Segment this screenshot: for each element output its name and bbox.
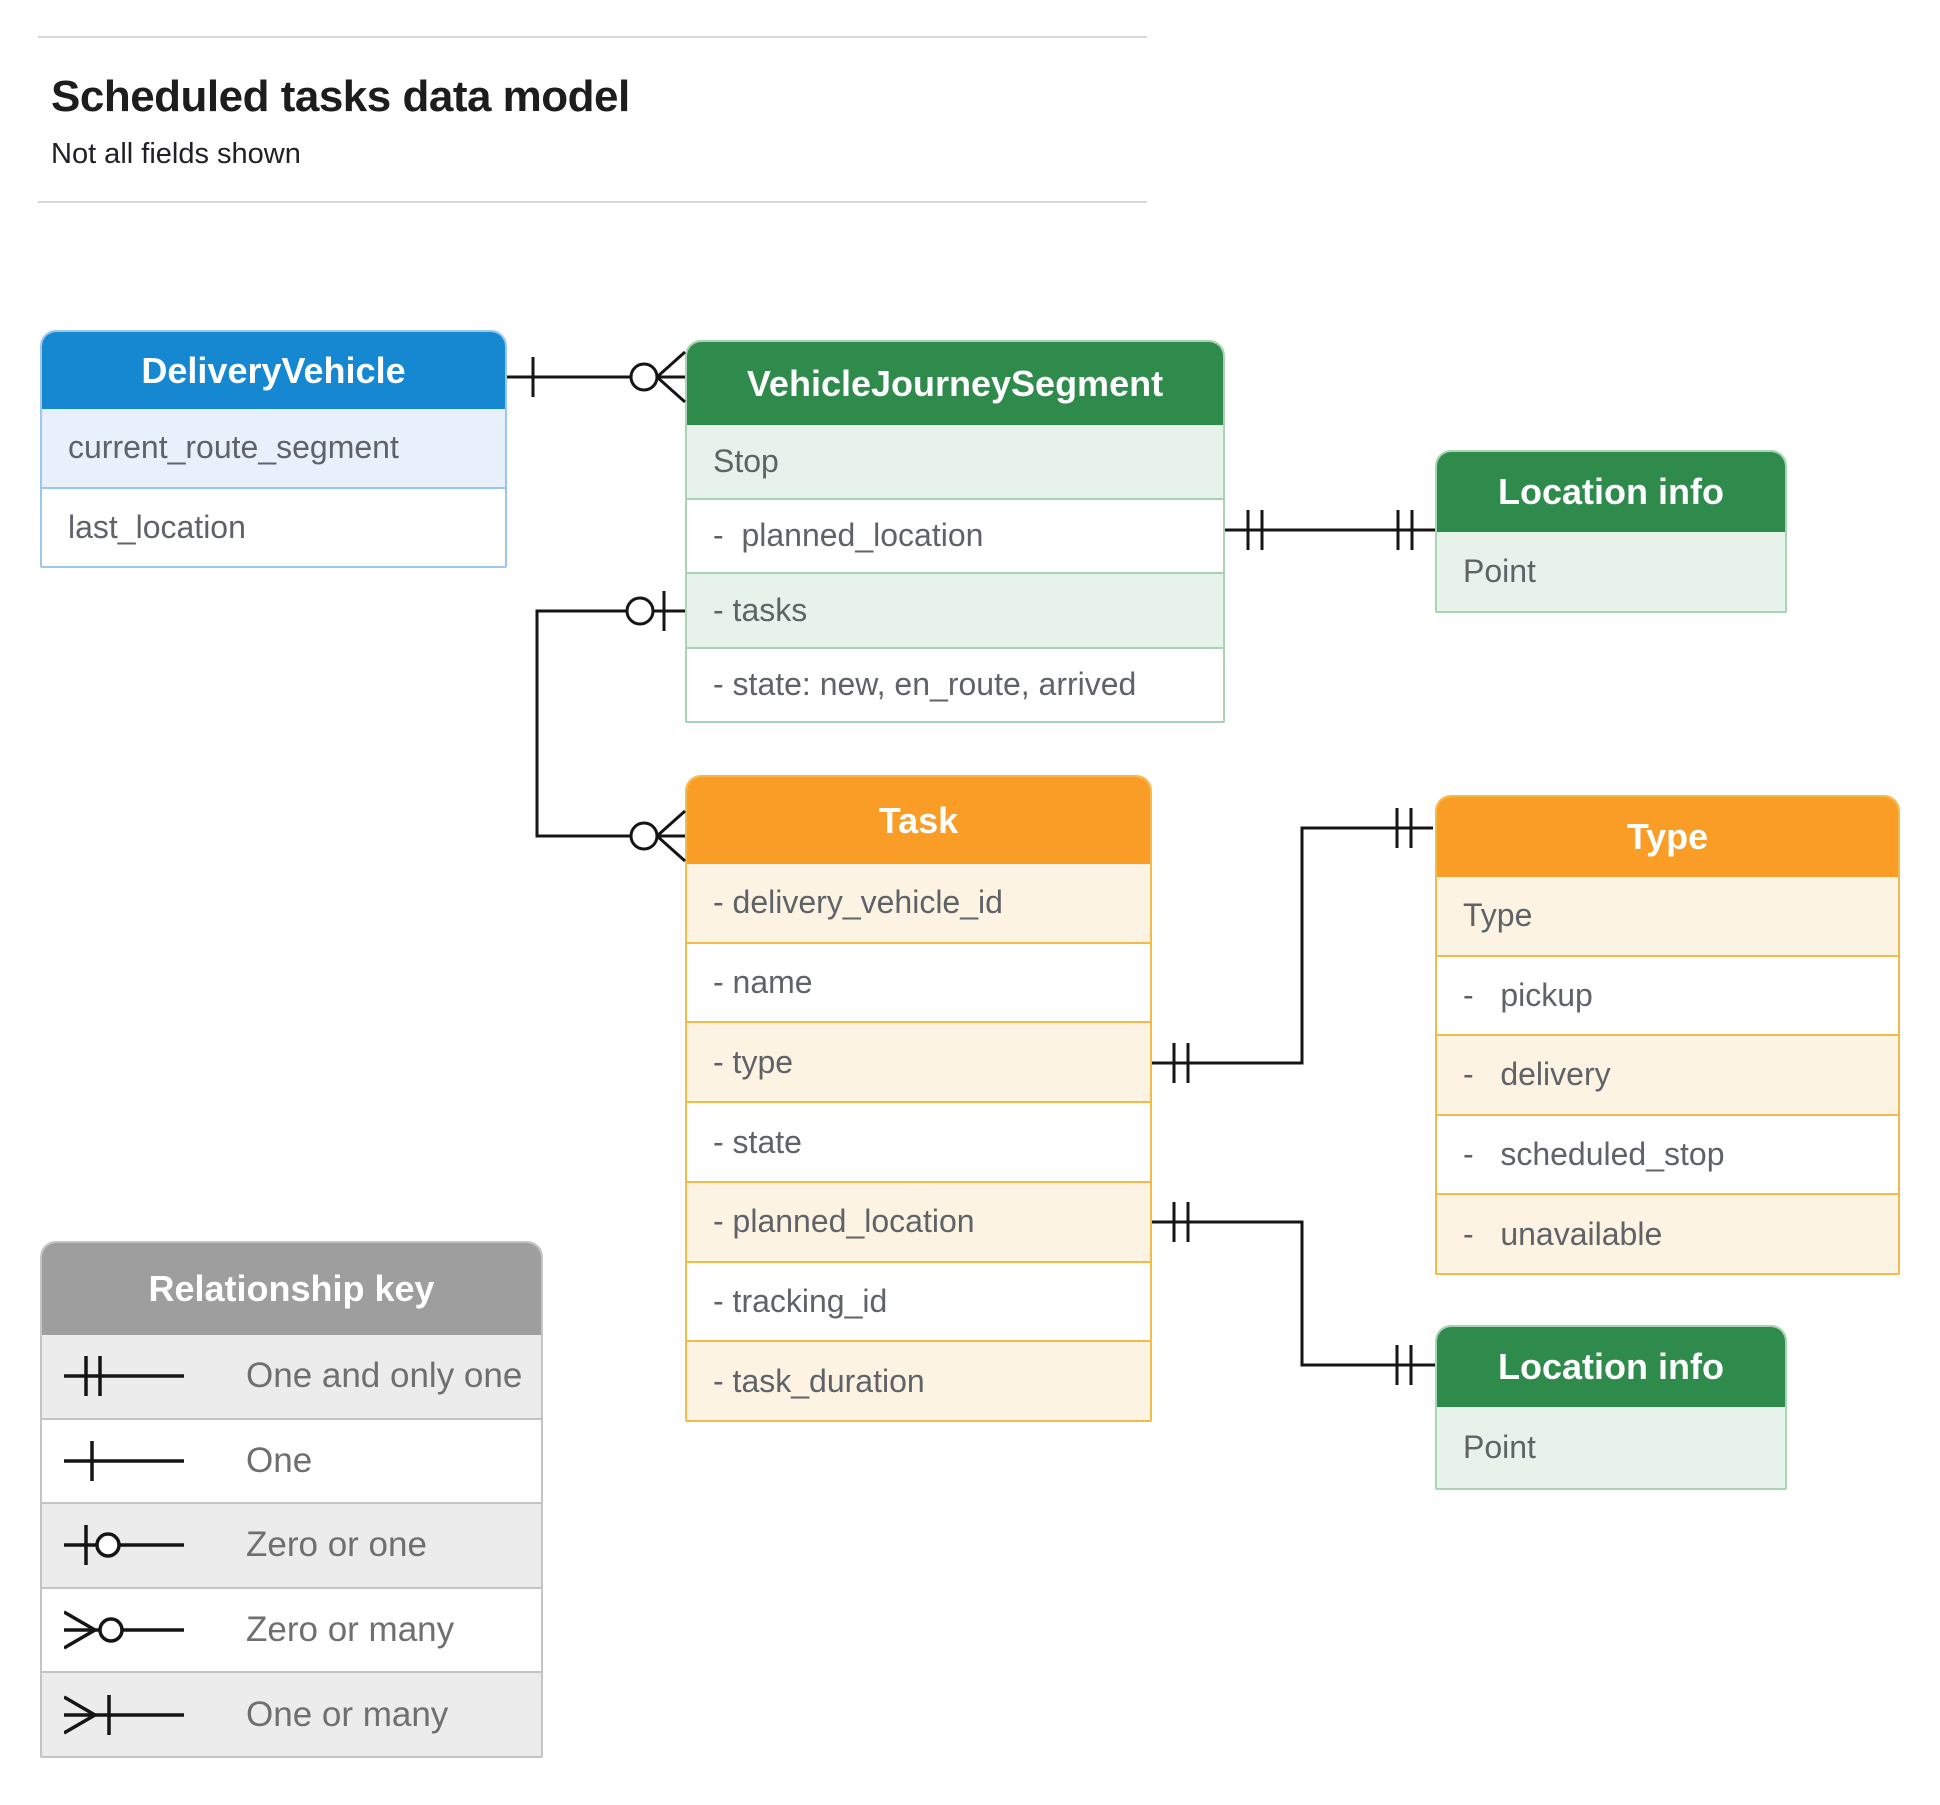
field-row: - tracking_id — [687, 1260, 1150, 1341]
zero-or-many-icon — [64, 1605, 194, 1655]
key-label: One and only one — [246, 1356, 523, 1396]
page-title: Scheduled tasks data model — [51, 72, 630, 121]
field-row: Point — [1437, 1407, 1785, 1488]
key-row: One — [42, 1417, 541, 1503]
relationship-deliveryvehicle-vehiclejourneysegment — [507, 350, 686, 404]
divider-line — [38, 36, 1147, 38]
field-row: - state — [687, 1101, 1150, 1181]
relationship-tasks-task — [535, 591, 686, 863]
relationship-key-title: Relationship key — [42, 1243, 541, 1335]
many-marker — [656, 809, 686, 838]
field-row: - scheduled_stop — [1437, 1113, 1898, 1194]
field-row: last_location — [42, 486, 505, 566]
entity-location-info-top: Location info Point — [1435, 450, 1787, 613]
entity-title: Type — [1437, 797, 1898, 877]
many-marker — [656, 350, 686, 379]
relationship-plannedlocation-locationinfo-top — [1225, 510, 1435, 550]
entity-vehiclejourneysegment: VehicleJourneySegment Stop - planned_loc… — [685, 340, 1225, 723]
zero-marker — [629, 821, 659, 851]
entity-title: Task — [687, 777, 1150, 864]
field-row: - delivery_vehicle_id — [687, 864, 1150, 942]
divider-line — [38, 201, 1147, 203]
page-subtitle: Not all fields shown — [51, 138, 301, 170]
field-row: - name — [687, 941, 1150, 1022]
entity-deliveryvehicle: DeliveryVehicle current_route_segment la… — [40, 330, 507, 568]
relationship-taskplannedlocation-locationinfo-bottom — [1152, 1202, 1435, 1385]
field-row: - unavailable — [1437, 1193, 1898, 1273]
many-marker — [656, 834, 686, 863]
relationship-key: Relationship key One and only one One — [40, 1241, 543, 1758]
field-row: - planned_location — [687, 1180, 1150, 1261]
field-row: Type — [1437, 877, 1898, 955]
entity-location-info-bottom: Location info Point — [1435, 1325, 1787, 1490]
one-and-only-one-icon — [64, 1351, 194, 1401]
field-row: Point — [1437, 532, 1785, 611]
key-row: Zero or many — [42, 1586, 541, 1672]
field-row: Stop — [687, 425, 1223, 498]
field-row: - planned_location — [687, 497, 1223, 572]
key-row: Zero or one — [42, 1502, 541, 1587]
field-row: current_route_segment — [42, 409, 505, 487]
entity-title: Location info — [1437, 452, 1785, 532]
entity-task: Task - delivery_vehicle_id - name - type… — [685, 775, 1152, 1422]
key-label: One or many — [246, 1694, 449, 1734]
entity-title: VehicleJourneySegment — [687, 342, 1223, 425]
field-row: - pickup — [1437, 954, 1898, 1035]
key-row: One and only one — [42, 1335, 541, 1418]
field-row: - tasks — [687, 572, 1223, 647]
one-or-many-icon — [64, 1690, 194, 1740]
zero-marker — [625, 596, 655, 626]
field-row: - task_duration — [687, 1340, 1150, 1420]
entity-title: Location info — [1437, 1327, 1785, 1407]
key-label: Zero or many — [246, 1610, 455, 1650]
zero-marker — [629, 362, 659, 392]
key-label: Zero or one — [246, 1525, 427, 1565]
field-row: - delivery — [1437, 1034, 1898, 1114]
key-row: One or many — [42, 1671, 541, 1756]
entity-type: Type Type - pickup - delivery - schedule… — [1435, 795, 1900, 1275]
zero-or-one-icon — [64, 1520, 194, 1570]
one-icon — [64, 1436, 194, 1486]
field-row: - type — [687, 1021, 1150, 1102]
relationship-tasktype-type — [1152, 808, 1433, 1083]
many-marker — [656, 375, 686, 404]
entity-title: DeliveryVehicle — [42, 332, 505, 409]
key-label: One — [246, 1440, 313, 1480]
field-row: - state: new, en_route, arrived — [687, 646, 1223, 721]
